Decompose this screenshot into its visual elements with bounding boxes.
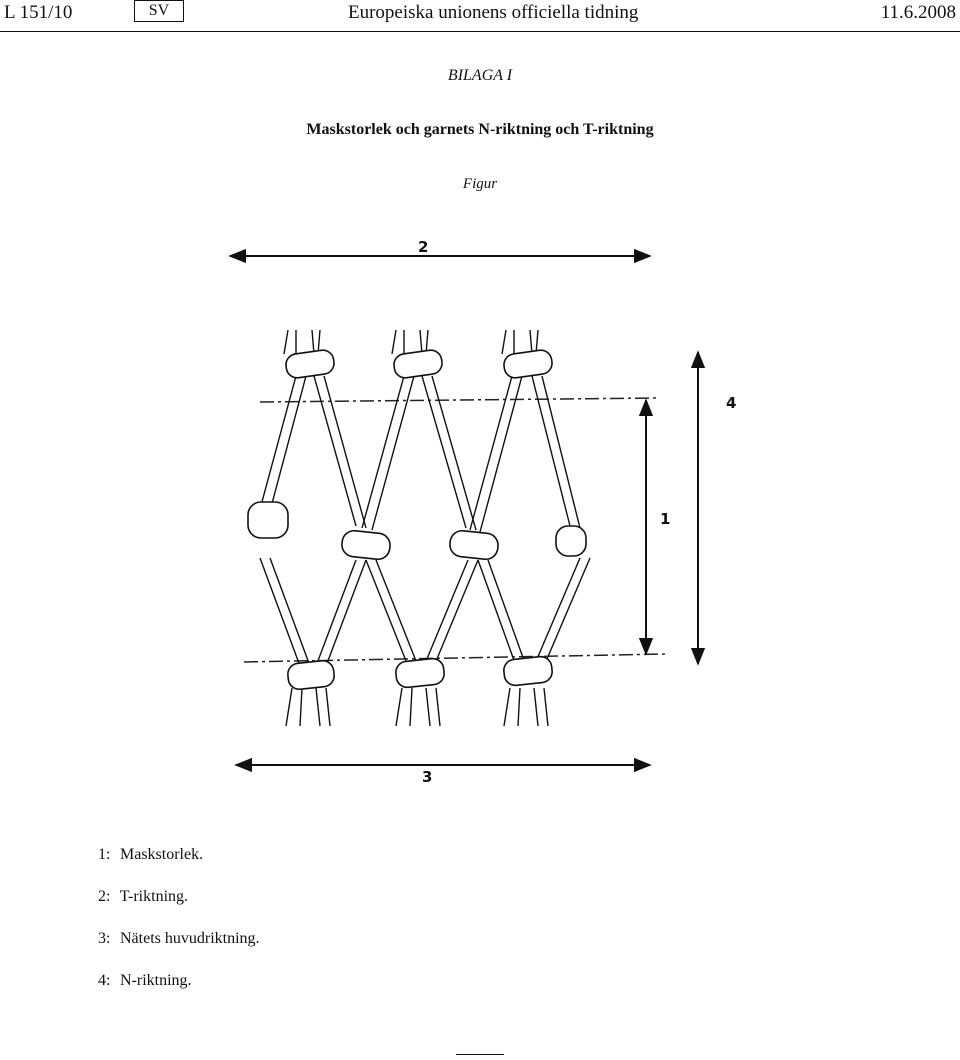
lower-reference-line: [243, 653, 667, 663]
knot-mid-2: [449, 529, 499, 561]
publication-date: 11.6.2008: [880, 2, 956, 23]
figure-label-4: 4: [726, 394, 736, 412]
legend-item: 3: Nätets huvudriktning.: [98, 930, 260, 950]
legend-text: T-riktning.: [119, 888, 189, 905]
legend-number: 4:: [98, 972, 111, 989]
knot-mid-1: [341, 529, 391, 561]
knot-top-1: [285, 349, 335, 379]
knot-bottom-2: [395, 657, 445, 689]
annex-label: BILAGA I: [447, 67, 513, 84]
header-rule: [0, 31, 960, 32]
legend-item: 1: Maskstorlek.: [98, 846, 260, 866]
knot-mid-left: [247, 501, 289, 539]
knot-top-2: [393, 349, 443, 379]
figure-label-2: 2: [418, 238, 428, 256]
knot-bottom-1: [287, 659, 335, 691]
legend-item: 2: T-riktning.: [98, 888, 260, 908]
knot-top-3: [503, 349, 553, 379]
journal-reference: L 151/10: [4, 2, 73, 23]
legend-text: N-riktning.: [120, 972, 192, 989]
legend-text: Maskstorlek.: [120, 846, 204, 863]
journal-title: Europeiska unionens officiella tidning: [348, 2, 639, 23]
upper-reference-line: [259, 397, 657, 403]
knot-bottom-3: [503, 655, 553, 687]
legend-number: 1:: [98, 846, 111, 863]
net-mesh-figure: 2 3 1 4: [216, 226, 740, 788]
figure-legend: 1: Maskstorlek. 2: T-riktning. 3: Nätets…: [98, 846, 260, 1014]
figure-label: Figur: [462, 176, 498, 192]
page-title: Maskstorlek och garnets N-riktning och T…: [306, 121, 654, 138]
legend-text: Nätets huvudriktning.: [120, 930, 260, 947]
legend-number: 3:: [98, 930, 111, 947]
page-header: L 151/10 SV Europeiska unionens officiel…: [0, 0, 960, 34]
legend-number: 2:: [98, 888, 111, 905]
language-badge: SV: [134, 0, 184, 22]
figure-label-3: 3: [422, 768, 432, 786]
end-rule: [456, 1054, 504, 1055]
knot-mid-right: [555, 525, 587, 557]
legend-item: 4: N-riktning.: [98, 972, 260, 992]
figure-label-1: 1: [660, 510, 670, 528]
